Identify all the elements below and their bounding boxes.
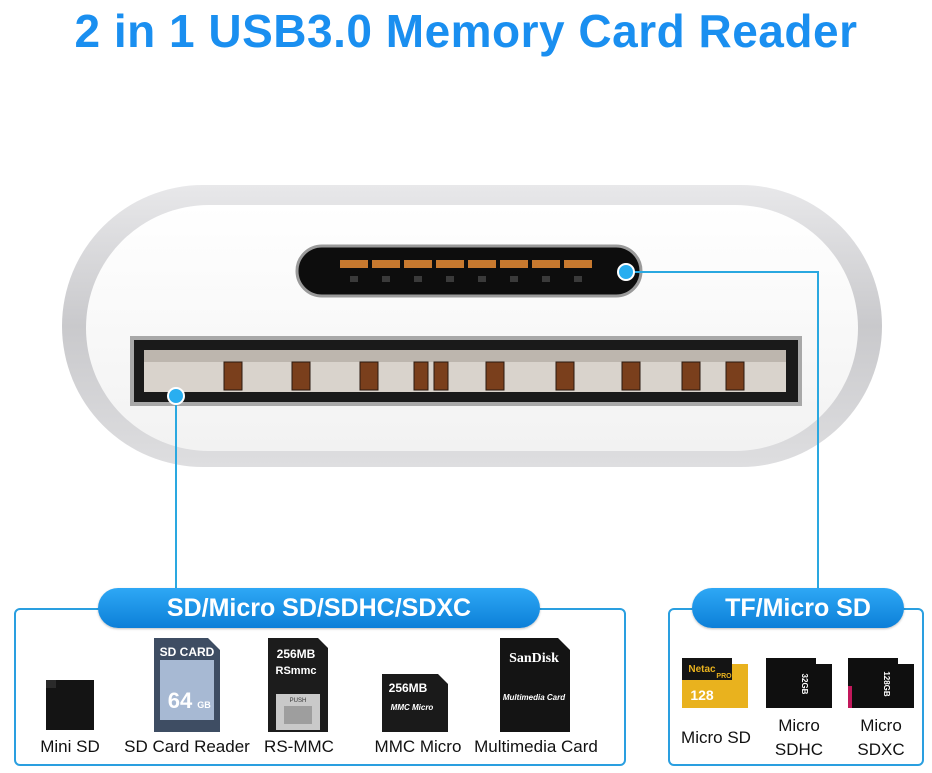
card-label-mmc-micro: MMC Micro xyxy=(374,737,462,756)
tf-panel-heading: TF/Micro SD xyxy=(692,588,904,628)
card-label-micro-sdhc-line2: SDHC xyxy=(774,740,824,759)
card-label-rs-mmc: RS-MMC xyxy=(264,737,334,756)
micro-sdxc-card-icon: 128GB xyxy=(848,658,914,708)
svg-text:PUSH: PUSH xyxy=(290,698,307,704)
page-title: 2 in 1 USB3.0 Memory Card Reader xyxy=(74,5,858,57)
tf-slot xyxy=(295,244,643,298)
card-label-sd-card-reader: SD Card Reader xyxy=(124,737,250,756)
svg-text:64: 64 xyxy=(168,688,193,713)
svg-text:SanDisk: SanDisk xyxy=(509,651,559,666)
svg-text:256MB: 256MB xyxy=(389,681,428,695)
sd-card-icon: SD CARD 64 GB xyxy=(154,638,220,732)
svg-text:GB: GB xyxy=(197,700,211,710)
card-label-mini-sd: Mini SD xyxy=(40,737,100,756)
svg-text:Netac: Netac xyxy=(688,664,716,675)
card-label-micro-sd: Micro SD xyxy=(681,728,751,747)
multimedia-card-icon: SanDisk Multimedia Card xyxy=(500,638,570,732)
card-label-micro-sdxc-line1: Micro xyxy=(860,716,902,735)
sd-slot-marker xyxy=(167,387,185,405)
mmc-micro-card-icon: 256MB MMC Micro xyxy=(382,674,448,732)
svg-text:Multimedia Card: Multimedia Card xyxy=(503,693,566,702)
svg-text:128GB: 128GB xyxy=(882,671,891,697)
sd-slot xyxy=(130,336,802,406)
svg-text:MMC Micro: MMC Micro xyxy=(391,703,434,712)
card-label-multimedia-card: Multimedia Card xyxy=(474,737,598,756)
micro-sd-card-icon: Netac PRO 128 xyxy=(682,658,748,708)
sd-panel-heading: SD/Micro SD/SDHC/SDXC xyxy=(98,588,540,628)
svg-text:256MB: 256MB xyxy=(277,647,316,661)
svg-text:128: 128 xyxy=(690,687,714,703)
card-label-micro-sdhc-line1: Micro xyxy=(778,716,820,735)
svg-text:PRO: PRO xyxy=(716,673,732,680)
connector-lines xyxy=(175,271,819,588)
rs-mmc-card-icon: 256MB RSmmc PUSH xyxy=(268,638,328,732)
card-label-micro-sdxc: Micro SDXC xyxy=(842,714,920,762)
tf-slot-marker xyxy=(617,263,635,281)
card-label-micro-sdhc: Micro SDHC xyxy=(760,714,838,762)
svg-text:SD CARD: SD CARD xyxy=(160,645,215,659)
svg-text:32GB: 32GB xyxy=(800,674,809,695)
micro-sdhc-card-icon: 32GB xyxy=(766,658,832,708)
reader-face xyxy=(86,205,858,451)
svg-text:RSmmc: RSmmc xyxy=(276,665,317,677)
mini-sd-card-icon xyxy=(46,680,94,730)
card-label-micro-sdxc-line2: SDXC xyxy=(857,740,905,759)
